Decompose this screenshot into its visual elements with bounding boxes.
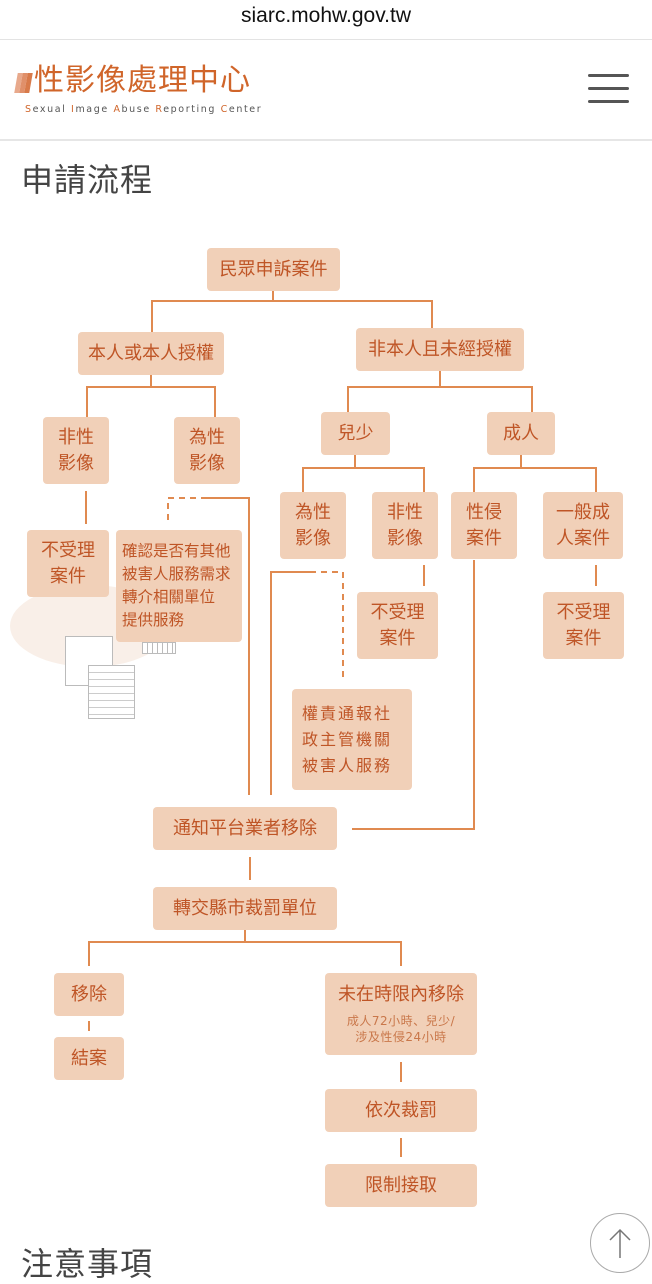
flow-minor: 兒少 bbox=[321, 412, 390, 455]
flow-adult: 成人 bbox=[487, 412, 555, 455]
flow-self-sexual: 為性 影像 bbox=[174, 417, 240, 484]
logo[interactable]: 性影像處理中心 Sexual Image Abuse Reporting Cen… bbox=[14, 63, 316, 120]
flow-closed: 結案 bbox=[54, 1037, 124, 1080]
flow-transfer-penalty-unit: 轉交縣市裁罰單位 bbox=[153, 887, 337, 930]
flow-self-reject: 不受理 案件 bbox=[27, 530, 109, 597]
flow-self-non-sexual: 非性 影像 bbox=[43, 417, 109, 484]
flow-restrict-access: 限制接取 bbox=[325, 1164, 477, 1207]
arrow-up-icon bbox=[609, 1228, 631, 1258]
flow-not-self: 非本人且未經授權 bbox=[356, 328, 524, 371]
flow-penalty: 依次裁罰 bbox=[325, 1089, 477, 1132]
flow-adult-assault: 性侵 案件 bbox=[451, 492, 517, 559]
flow-adult-general: 一般成 人案件 bbox=[543, 492, 623, 559]
flow-minor-non-sexual: 非性 影像 bbox=[372, 492, 438, 559]
not-removed-note: 成人72小時、兒少/ 涉及性侵24小時 bbox=[346, 1014, 456, 1044]
flow-not-removed: 未在時限內移除 成人72小時、兒少/ 涉及性侵24小時 bbox=[325, 973, 477, 1055]
flow-minor-sexual: 為性 影像 bbox=[280, 492, 346, 559]
flow-minor-reject: 不受理 案件 bbox=[357, 592, 438, 659]
browser-url-bar[interactable]: siarc.mohw.gov.tw bbox=[0, 0, 652, 40]
flow-self-authorized: 本人或本人授權 bbox=[78, 332, 224, 375]
not-removed-label: 未在時限內移除 bbox=[338, 984, 464, 1005]
section-title-notes: 注意事項 bbox=[21, 1245, 154, 1283]
flow-adult-reject: 不受理 案件 bbox=[543, 592, 624, 659]
hamburger-menu-button[interactable] bbox=[588, 74, 629, 104]
flow-notify-platform: 通知平台業者移除 bbox=[153, 807, 337, 850]
flow-complaint: 民眾申訴案件 bbox=[207, 248, 340, 291]
logo-subtitle: Sexual Image Abuse Reporting Center bbox=[25, 104, 263, 115]
url-text: siarc.mohw.gov.tw bbox=[241, 4, 411, 27]
site-header: 性影像處理中心 Sexual Image Abuse Reporting Cen… bbox=[0, 40, 652, 141]
flow-removed: 移除 bbox=[54, 973, 124, 1016]
flow-report-authority: 權責通報社 政主管機關 被害人服務 bbox=[292, 689, 412, 790]
scroll-to-top-button[interactable] bbox=[590, 1213, 650, 1273]
page-title: 申請流程 bbox=[21, 161, 154, 199]
flow-confirm-services: 確認是否有其他 被害人服務需求 轉介相關單位 提供服務 bbox=[116, 530, 242, 642]
logo-title: 性影像處理中心 bbox=[34, 63, 251, 98]
